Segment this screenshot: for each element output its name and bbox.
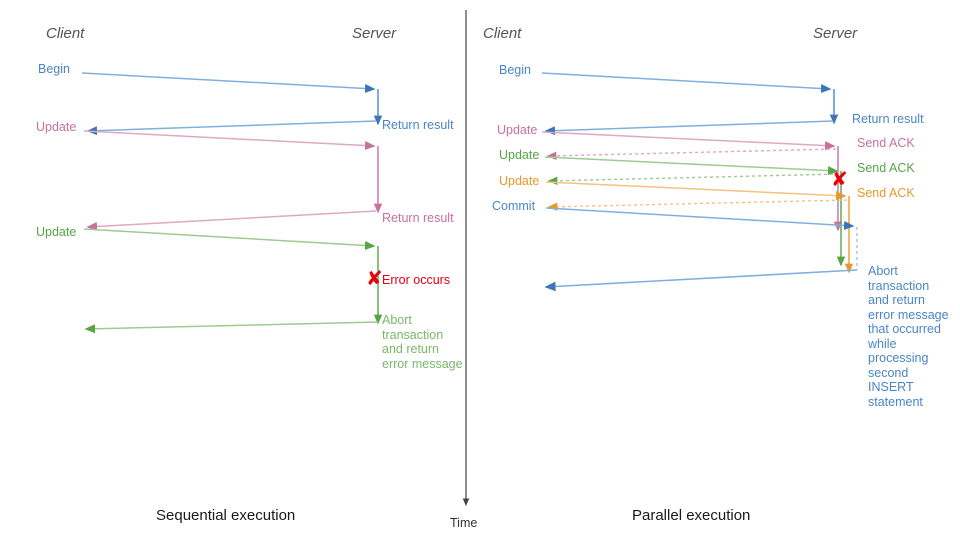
- right-arrow-update-2: [544, 156, 839, 176]
- right-msg-ack-1: Send ACK: [857, 136, 915, 150]
- left-msg-return-result-2: Return result: [382, 211, 454, 225]
- right-abort-line-3: and return: [868, 293, 925, 307]
- right-error-x-icon: ✘: [831, 169, 848, 191]
- right-arrow-ack-3: [547, 199, 848, 212]
- left-msg-abort: Abort transaction and return error messa…: [382, 313, 466, 371]
- left-lane-title-client: Client: [46, 25, 85, 42]
- left-error-x-icon: ✘: [366, 268, 383, 290]
- right-abort-line-7: processing: [868, 351, 929, 365]
- left-arrow-begin: [81, 72, 376, 94]
- left-arrow-return-1: [86, 120, 377, 136]
- right-arrow-begin: [541, 72, 832, 93]
- left-msg-error-occurs: Error occurs: [382, 273, 451, 287]
- right-abort-line-9: INSERT: [868, 380, 914, 394]
- right-arrow-commit: [545, 207, 855, 230]
- left-msg-begin: Begin: [38, 62, 70, 76]
- right-abort-line-10: statement: [868, 394, 923, 409]
- right-lane-title-server: Server: [813, 25, 858, 42]
- right-msg-update-1: Update: [497, 123, 538, 137]
- right-msg-return-result: Return result: [852, 112, 924, 126]
- left-abort-line-2: transaction: [382, 327, 444, 342]
- right-arrow-ack-1: [546, 148, 837, 160]
- left-panel-flows: [81, 72, 383, 334]
- right-abort-line-8: second: [868, 365, 909, 380]
- right-msg-ack-3: Send ACK: [857, 186, 915, 200]
- left-abort-line-4: error message: [382, 356, 463, 371]
- right-msg-update-2: Update: [499, 148, 540, 162]
- right-msg-ack-2: Send ACK: [857, 161, 915, 175]
- time-axis-label: Time: [450, 516, 478, 530]
- right-arrow-ack-2: [547, 173, 840, 185]
- right-arrow-return-result: [544, 120, 834, 136]
- left-arrow-update-2: [83, 228, 376, 250]
- right-abort-line-2: transaction: [868, 278, 930, 293]
- right-abort-line-5: that occurred: [868, 322, 941, 336]
- right-msg-commit: Commit: [492, 199, 536, 213]
- left-lane-title-server: Server: [352, 25, 397, 42]
- right-arrow-abort: [544, 269, 858, 292]
- left-arrow-return-2: [86, 210, 377, 231]
- right-panel-caption: Parallel execution: [632, 507, 751, 524]
- left-msg-update-2: Update: [36, 225, 77, 239]
- right-arrow-update-1: [541, 131, 836, 151]
- left-panel-caption: Sequential execution: [156, 507, 296, 524]
- right-lane-title-client: Client: [483, 25, 522, 42]
- right-abort-line-4: error message: [868, 307, 949, 322]
- left-abort-line-1: Abort: [382, 313, 412, 327]
- left-arrow-update-1: [83, 130, 376, 151]
- right-msg-abort: Abort transaction and return error messa…: [868, 264, 958, 409]
- right-panel-flows: [541, 72, 858, 292]
- right-arrow-update-3: [545, 181, 847, 201]
- right-abort-line-6: while: [868, 336, 897, 351]
- left-abort-line-3: and return: [382, 342, 439, 356]
- left-msg-update-1: Update: [36, 120, 77, 134]
- right-msg-begin: Begin: [499, 63, 531, 77]
- right-abort-line-1: Abort: [868, 264, 898, 278]
- right-msg-update-3: Update: [499, 174, 540, 188]
- left-msg-return-result-1: Return result: [382, 118, 454, 132]
- left-arrow-abort: [84, 321, 379, 334]
